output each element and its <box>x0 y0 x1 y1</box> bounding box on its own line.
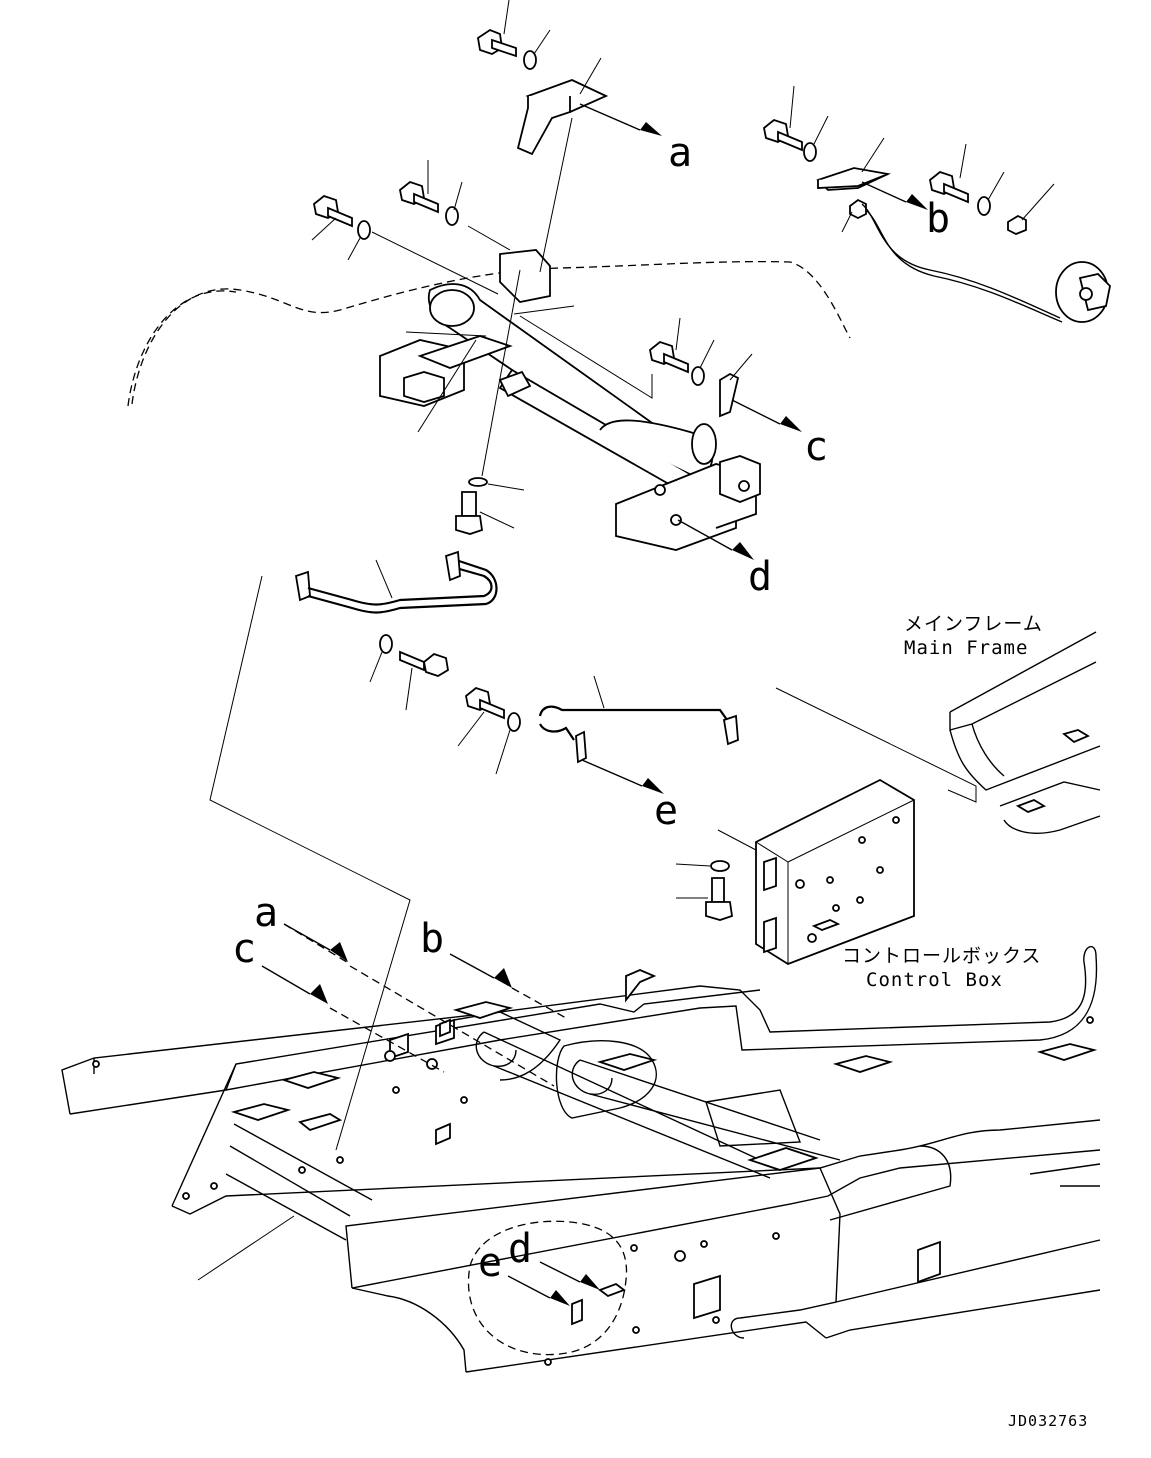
callout-c-top: c <box>804 424 828 470</box>
nut-right-b <box>1007 183 1055 235</box>
bolt-top-a <box>477 0 517 58</box>
callout-d-bottom: d <box>508 1226 532 1272</box>
handrail-upper <box>294 550 498 614</box>
bolt-top-b <box>763 85 803 152</box>
cylinder-assembly <box>379 249 761 551</box>
drawing-code: JD032763 <box>1008 1412 1088 1430</box>
bracket-a <box>516 57 609 156</box>
washer-upper-left-1 <box>445 181 463 226</box>
plate-c <box>719 353 753 418</box>
callout-e-bottom: e <box>478 1240 502 1286</box>
washer-top-b <box>803 115 829 162</box>
callout-c-bottom: c <box>232 926 256 972</box>
callout-a-bottom: a <box>254 890 278 936</box>
handrail-lower <box>538 675 739 764</box>
main-frame-lower <box>61 945 1101 1373</box>
bracket-b <box>816 137 891 191</box>
callout-b-bottom: b <box>420 916 444 962</box>
bolt-right-b <box>929 143 969 204</box>
callout-a-top: a <box>668 130 692 176</box>
washer-handrail-upper <box>369 634 393 683</box>
callout-b-top: b <box>926 196 950 242</box>
washer-handrail-lower <box>495 712 521 775</box>
washer-control-box <box>675 860 730 872</box>
bolt-under-cyl <box>455 491 515 535</box>
main-frame-caption-jp: メインフレーム <box>904 613 1043 635</box>
bolt-handrail-lower <box>457 686 505 747</box>
callout-e-top: e <box>654 788 678 834</box>
bolt-handrail-upper <box>399 650 449 711</box>
bolt-upper-left-2 <box>311 194 353 241</box>
control-box-caption-en: Control Box <box>866 969 1003 991</box>
control-box <box>755 778 915 966</box>
control-box-caption-jp: コントロールボックス <box>842 945 1041 967</box>
washer-c <box>691 339 715 386</box>
main-frame-upper <box>949 631 1101 834</box>
bolt-upper-left-1 <box>399 160 439 214</box>
speed-sensor <box>1055 261 1111 323</box>
washer-right-b <box>977 171 1005 216</box>
main-frame-caption-en: Main Frame <box>904 637 1028 659</box>
washer-top-a <box>523 29 551 70</box>
washer-under-cyl <box>468 477 525 491</box>
callout-d-top: d <box>748 554 772 600</box>
washer-upper-left-2 <box>347 220 371 261</box>
bolt-c <box>649 317 689 374</box>
bolt-control-box <box>676 877 733 921</box>
